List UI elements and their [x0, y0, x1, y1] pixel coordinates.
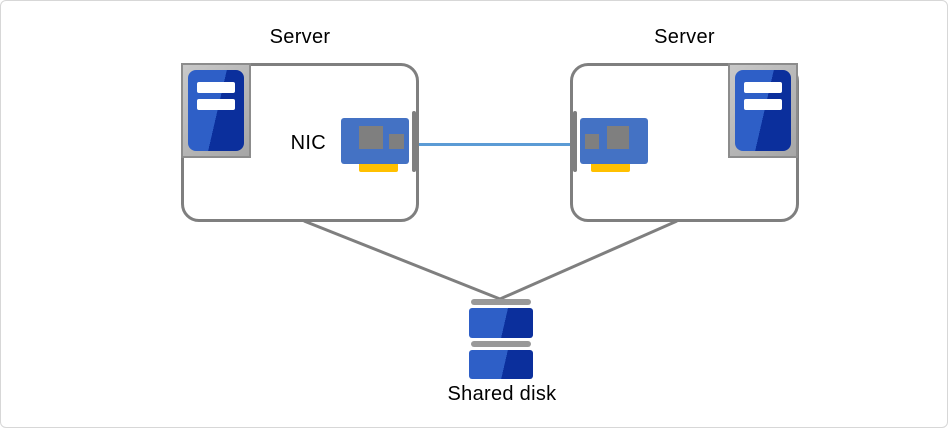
server-label-left: Server — [269, 26, 331, 48]
nic-chip-small — [585, 134, 599, 149]
nic-bracket — [412, 111, 416, 172]
nic-chip-large — [359, 126, 383, 149]
disk-platter — [469, 308, 533, 338]
server-right-to-disk-line — [499, 219, 678, 301]
nic-label: NIC — [290, 132, 326, 154]
tower-drive-slot — [744, 82, 782, 93]
server-label-right: Server — [654, 26, 715, 48]
tower-drive-slot — [744, 99, 782, 110]
disk-platter — [469, 350, 533, 379]
disk-divider-bar — [471, 341, 531, 347]
nic-icon-right — [573, 111, 651, 173]
nic-edge-connector — [359, 164, 398, 172]
tower-drive-slot — [197, 99, 235, 110]
nic-bracket — [573, 111, 577, 172]
shared-disk-icon — [469, 298, 535, 380]
nic-icon-left — [341, 111, 419, 173]
shared-disk-label: Shared disk — [447, 383, 557, 405]
server-left-to-disk-line — [303, 219, 501, 301]
server-tower-icon-left — [181, 63, 251, 158]
nic-chip-large — [607, 126, 629, 149]
disk-divider-bar — [471, 299, 531, 305]
tower-body — [188, 70, 244, 151]
tower-drive-slot — [197, 82, 235, 93]
nic-chip-small — [389, 134, 404, 149]
server-tower-icon-right — [728, 63, 798, 158]
tower-body — [735, 70, 791, 151]
nic-edge-connector — [591, 164, 630, 172]
